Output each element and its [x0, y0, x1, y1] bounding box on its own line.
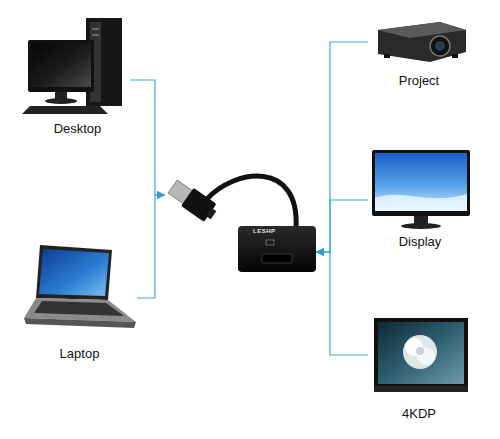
projector-illustration	[378, 22, 466, 62]
laptop-base	[24, 298, 136, 322]
display-wave	[375, 194, 467, 211]
adapter-node: LESHP	[165, 178, 316, 278]
projector-top	[378, 22, 466, 38]
plug-strain-relief	[206, 208, 217, 220]
connector-line	[137, 195, 165, 298]
plug-housing	[181, 188, 217, 222]
rose-petal	[417, 347, 435, 365]
projector-foot	[384, 54, 390, 58]
rose-flower	[403, 335, 437, 369]
projector-glass	[435, 41, 445, 51]
connector-line	[130, 80, 165, 195]
adapter-cable	[206, 176, 296, 228]
monitor-base	[45, 98, 77, 104]
connector-line	[316, 42, 368, 252]
device-node: 4KDP	[368, 312, 470, 422]
display-screen	[375, 153, 467, 211]
device-node: Laptop	[22, 240, 137, 362]
port-icon	[266, 240, 274, 245]
device-label: 4KDP	[402, 406, 436, 422]
projector-body	[378, 22, 466, 62]
hdmi-port	[262, 254, 292, 263]
laptop-edge	[24, 318, 136, 328]
device-label: Laptop	[60, 346, 100, 362]
device-node: Display	[368, 145, 472, 250]
drive-slot	[92, 28, 99, 30]
tv-screen	[378, 322, 464, 384]
device-label: Display	[399, 234, 442, 250]
keyboard	[22, 106, 108, 114]
device-node: Desktop	[25, 12, 130, 137]
tv-illustration	[374, 318, 468, 392]
monitor-frame	[28, 40, 94, 92]
device-node: Project	[368, 15, 470, 89]
tv-frame	[374, 318, 468, 392]
adapter-illustration	[166, 176, 316, 272]
device-label: Project	[399, 73, 439, 89]
projector-lens	[430, 36, 450, 56]
tv-base	[374, 386, 468, 392]
display-base	[401, 223, 441, 229]
brand-label: LESHP	[253, 228, 276, 235]
display-stand	[414, 216, 428, 224]
connector-line	[316, 252, 368, 355]
display-illustration	[372, 150, 470, 229]
projector-foot	[452, 54, 458, 58]
device-label: Desktop	[54, 121, 102, 137]
adapter-box	[238, 226, 316, 272]
display-frame	[372, 150, 470, 216]
dp-plug	[166, 178, 220, 225]
rose-petal	[405, 338, 423, 356]
laptop-lid	[36, 245, 112, 300]
connector-line	[316, 200, 368, 252]
laptop-keyboard	[34, 301, 124, 316]
rose-center	[416, 347, 424, 355]
laptop-screen	[39, 249, 109, 296]
drive-slot	[92, 34, 99, 36]
laptop-illustration	[24, 245, 136, 328]
desktop-illustration	[22, 18, 122, 114]
monitor-screen	[31, 43, 91, 87]
